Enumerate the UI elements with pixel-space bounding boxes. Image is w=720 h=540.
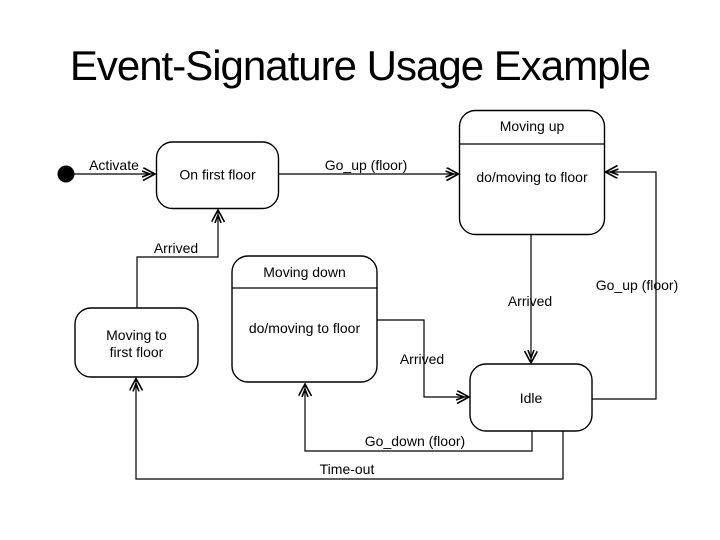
state-moving-up: Moving up do/moving to floor [458, 109, 606, 236]
transition-go-up-right-loop-line [592, 172, 657, 400]
transition-arrived-down-to-idle-line [377, 319, 469, 397]
state-idle-box [469, 363, 593, 432]
state-moving-down-name: Moving down [263, 264, 346, 280]
initial-state-marker [57, 165, 75, 183]
state-on-first-floor-box [155, 141, 280, 210]
transition-arrived-down-to-idle-label: Arrived [400, 351, 444, 367]
state-on-first-floor-name: On first floor [179, 167, 256, 183]
transition-arrived-to-first-floor-label: Arrived [154, 240, 198, 256]
state-moving-down-activity: do/moving to floor [249, 320, 361, 336]
state-moving-up-activity: do/moving to floor [476, 169, 588, 185]
state-moving-up-name: Moving up [500, 118, 565, 134]
transition-arrived-to-first-floor-line [136, 210, 218, 308]
transition-go-down-line [305, 384, 533, 452]
state-idle-name: Idle [520, 390, 543, 406]
transition-go-down-label: Go_down (floor) [365, 433, 465, 449]
transition-time-out-label: Time-out [320, 461, 375, 477]
state-moving-up-box [458, 109, 606, 236]
transition-arrived-up-to-idle-label: Arrived [508, 293, 552, 309]
state-on-first-floor: On first floor [155, 141, 280, 210]
state-moving-to-first-floor-box [74, 307, 199, 378]
transition-go-up-right-loop-label: Go_up (floor) [596, 277, 678, 293]
state-idle: Idle [469, 363, 593, 432]
state-moving-down: Moving down do/moving to floor [231, 255, 378, 383]
transition-time-out-line [136, 379, 564, 480]
transition-go-up-main-label: Go_up (floor) [325, 157, 407, 173]
state-moving-to-first-floor-name-line2: first floor [110, 344, 164, 360]
slide-title: Event-Signature Usage Example [69, 42, 651, 89]
state-moving-to-first-floor: Moving to first floor [74, 307, 199, 378]
transition-activate-label: Activate [89, 157, 139, 173]
state-moving-to-first-floor-name-line1: Moving to [106, 327, 167, 343]
